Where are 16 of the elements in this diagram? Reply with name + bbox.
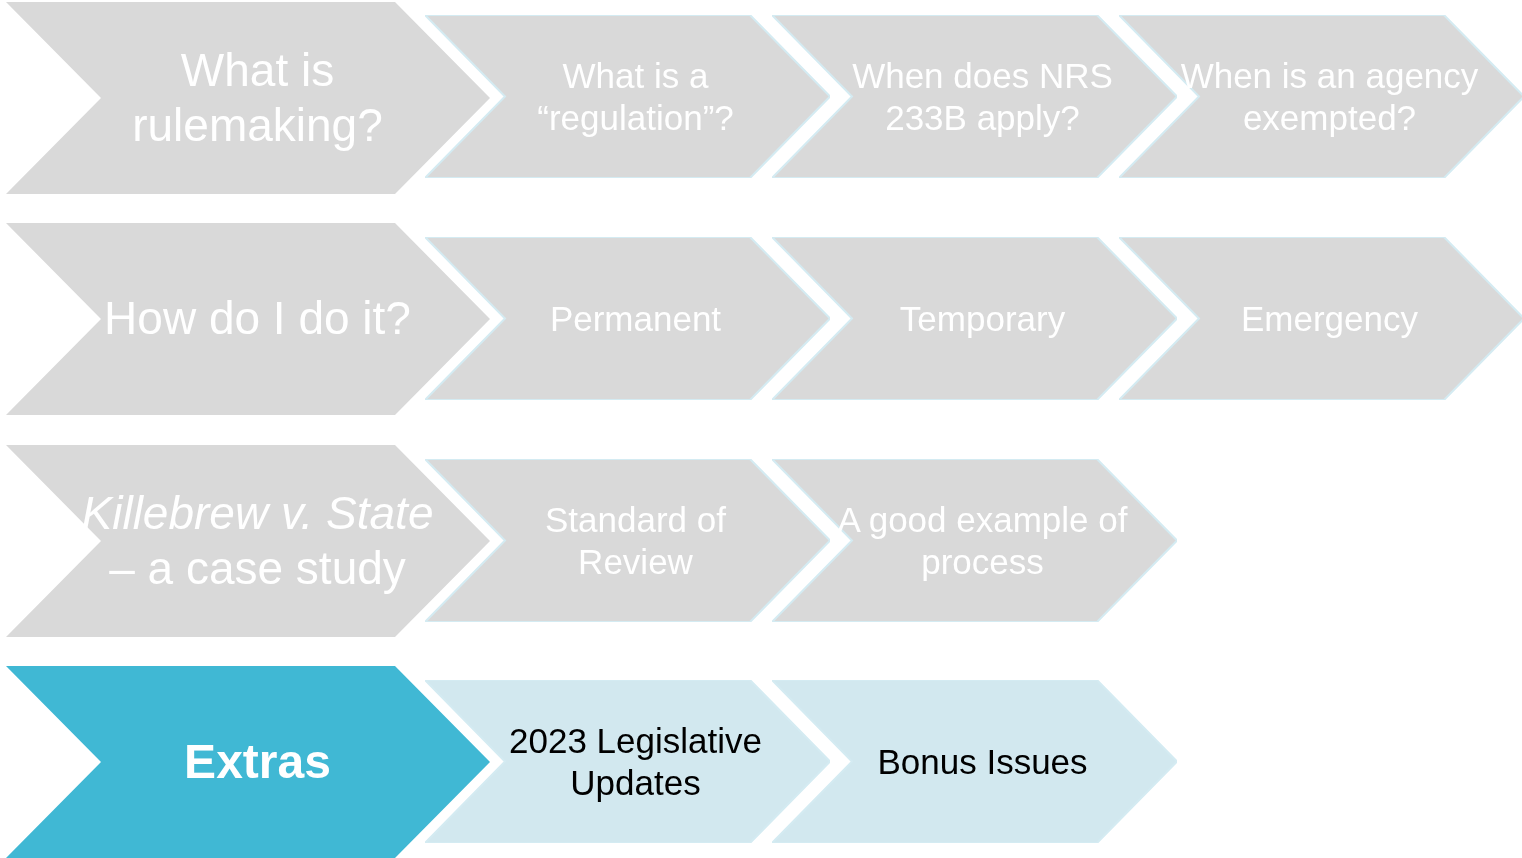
chevron-step <box>772 15 1177 178</box>
chevron-step <box>772 459 1177 622</box>
chevron-step <box>425 15 830 178</box>
chevron-step <box>6 2 490 194</box>
step-label: 2023 Legislative Updates <box>508 719 763 804</box>
step-label: Bonus Issues <box>877 740 1088 783</box>
chevron-step <box>772 237 1177 400</box>
chevron-step <box>1119 15 1522 178</box>
chevron-step <box>1119 237 1522 400</box>
step-label: Extras <box>184 734 331 791</box>
chevron-step <box>425 680 830 843</box>
chevron-step <box>772 680 1177 843</box>
chevron-step <box>6 445 490 637</box>
chevron-step <box>425 237 830 400</box>
chevron-step <box>6 666 490 858</box>
chevron-step <box>6 223 490 415</box>
